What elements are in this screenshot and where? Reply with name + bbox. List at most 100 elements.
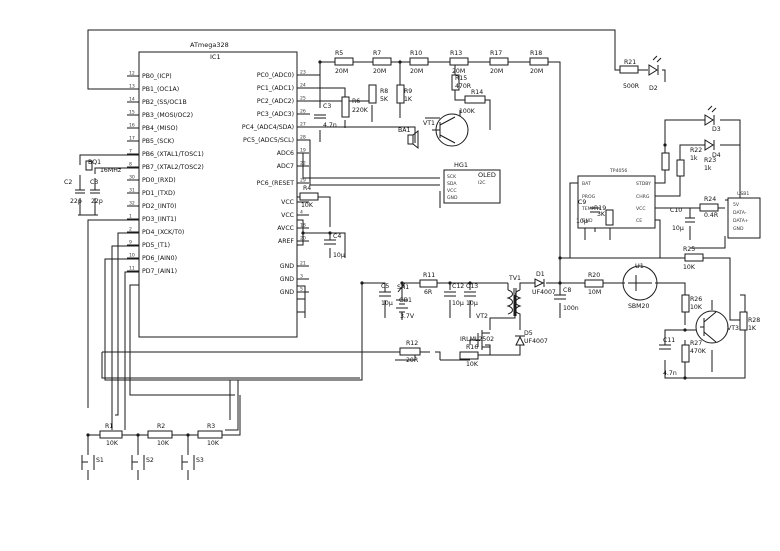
u1-value: SBM20 [628,303,649,310]
mcu-pin-name: PD3_(INT1) [142,216,177,223]
mcu-pin-number: 3 [300,274,303,280]
r18-value: 20M [530,68,543,75]
oled-sub: I2C [478,180,486,186]
mcu-pin-number: 16 [129,123,135,129]
mcu-pin-number: 31 [129,188,135,194]
cap-c3x-value: 22p [91,198,103,205]
oled-pin-vcc: VCC [447,188,457,194]
gb1-ref: GB1 [399,297,412,304]
mcu-pin-number: 2 [129,227,132,233]
mcu-pin-number: 15 [129,110,135,116]
tv1-label: TV1 [508,275,521,282]
oled-ref: HG1 [454,161,468,169]
mcu-pin-name: GND [280,263,294,270]
mcu-pin-name: AREF [278,238,294,245]
mcu-right-pins: 23PC0_(ADC0)24PC1_(ADC1)25PC2_(ADC2)26PC… [242,70,309,296]
mcu-pin-number: 1 [129,214,132,220]
r1-value: 10K [106,440,119,447]
r23-value: 1k [704,165,712,172]
c3-ref: C3 [323,103,331,110]
r18-ref: R18 [530,50,542,57]
c11-ref: C11 [663,337,675,344]
mcu-pin-name: PC5_(ADC5/SCL) [243,137,294,144]
mcu-ref: IC1 [210,53,221,61]
usb-pin-dplus: DATA+ [733,218,749,224]
buttons: R1 10K R2 10K R3 10K S1 S2 S3 [81,423,223,470]
tp-pin-vcc: VCC [636,206,646,212]
c4-value: 10µ [333,252,345,259]
mcu-pin-name: AVCC [277,225,294,232]
mcu-pin-name: PB5_(SCK) [142,138,174,145]
r19-ref: R19 [594,205,606,212]
mcu-pin-name: ADC6 [277,150,294,157]
mcu-pin-name: VCC [281,212,294,219]
crystal-ref: BQ1 [88,159,101,166]
r16-ref: R16 [466,344,478,351]
r27-value: 470K [690,348,707,355]
c13-ref: C13 [466,283,478,290]
mcu-pin-number: 22 [300,161,306,167]
mcu-pin-name: PC6_(RESET [257,180,295,187]
c10-ref: C10 [670,207,682,214]
r14-ref: R14 [471,89,483,96]
r27-ref: R27 [690,340,702,347]
mcu-pin-number: 19 [300,148,306,154]
mcu-pin-name: PC2_(ADC2) [257,98,294,105]
mcu-pin-number: 32 [129,201,135,207]
ba1-label: BA1 [398,127,410,134]
c11-value: 4.7n [663,370,677,377]
mcu-pin-number: 21 [300,261,306,267]
r12-value: 20R [406,357,419,364]
r22-ref: R22 [690,147,702,154]
vt2-ref: VT2 [476,313,488,320]
vt1-label: VT1 [423,120,435,127]
r15-value: 470R [455,83,472,90]
mcu-pin-name: PD1_(TXD) [142,190,175,197]
gb1-value: 3.7V [400,313,415,320]
c10-value: 10µ [672,225,684,232]
tp-pin-chrg: CHRG [636,194,650,200]
mcu-pin-name: PC3_(ADC3) [257,111,294,118]
r3-ref: R3 [207,423,215,430]
tp-pin-gnd: GND [582,218,593,224]
r20-value: 10M [588,289,601,296]
cap-c3x-ref: C3 [90,179,98,186]
cap-c2-value: 22p [70,198,82,205]
c3-value: 4.7n [323,122,337,129]
mcu-pin-name: PC1_(ADC1) [257,85,294,92]
sa1-label: SA1 [397,284,409,291]
tube-section: U1 SBM20 R25 10K R26 10K R27 470K C11 4.… [620,246,760,377]
mcu-pin-name: GND [280,276,294,283]
mcu-pin-number: 20 [300,236,306,242]
tp-pin-ce: CE [636,218,642,224]
r21-ref: R21 [624,59,636,66]
r8-ref: R8 [380,88,388,95]
r7-value: 20M [373,68,386,75]
r23-ref: R23 [704,157,716,164]
c5-ref: C5 [381,283,389,290]
r2-ref: R2 [157,423,165,430]
mcu-pin-name: PD4_(XCK/T0) [142,229,184,236]
u1-ref: U1 [635,262,644,270]
s2-label: S2 [146,457,154,464]
c13-value: 10µ [466,300,478,307]
crystal-value: 16MHz [100,167,121,174]
r9-ref: R9 [404,88,412,95]
mcu-pin-number: 29 [300,178,306,184]
d5-ref: D5 [524,330,533,337]
mcu-pin-number: 5 [300,287,303,293]
mcu-pin-name: PB0_(ICP) [142,73,172,80]
r19-value: 3K [597,211,606,218]
mcu-pin-name: PB3_(MOSI/OC2) [142,112,193,119]
s1-label: S1 [96,457,104,464]
tp-pin-stdby: STDBY [636,181,651,187]
r14-value: 100K [459,108,476,115]
tp-pin-bat: BAT [582,181,591,187]
mcu-pin-name: PB7_(XTAL2/TOSC2) [142,164,204,171]
mcu-pin-number: 4 [300,210,303,216]
crystal-bq1: BQ1 16MHz C2 22p C3 22p [64,159,121,205]
mcu-pin-number: 18 [300,223,306,229]
r17-ref: R17 [490,50,502,57]
mcu-pin-name: PD5_(T1) [142,242,170,249]
